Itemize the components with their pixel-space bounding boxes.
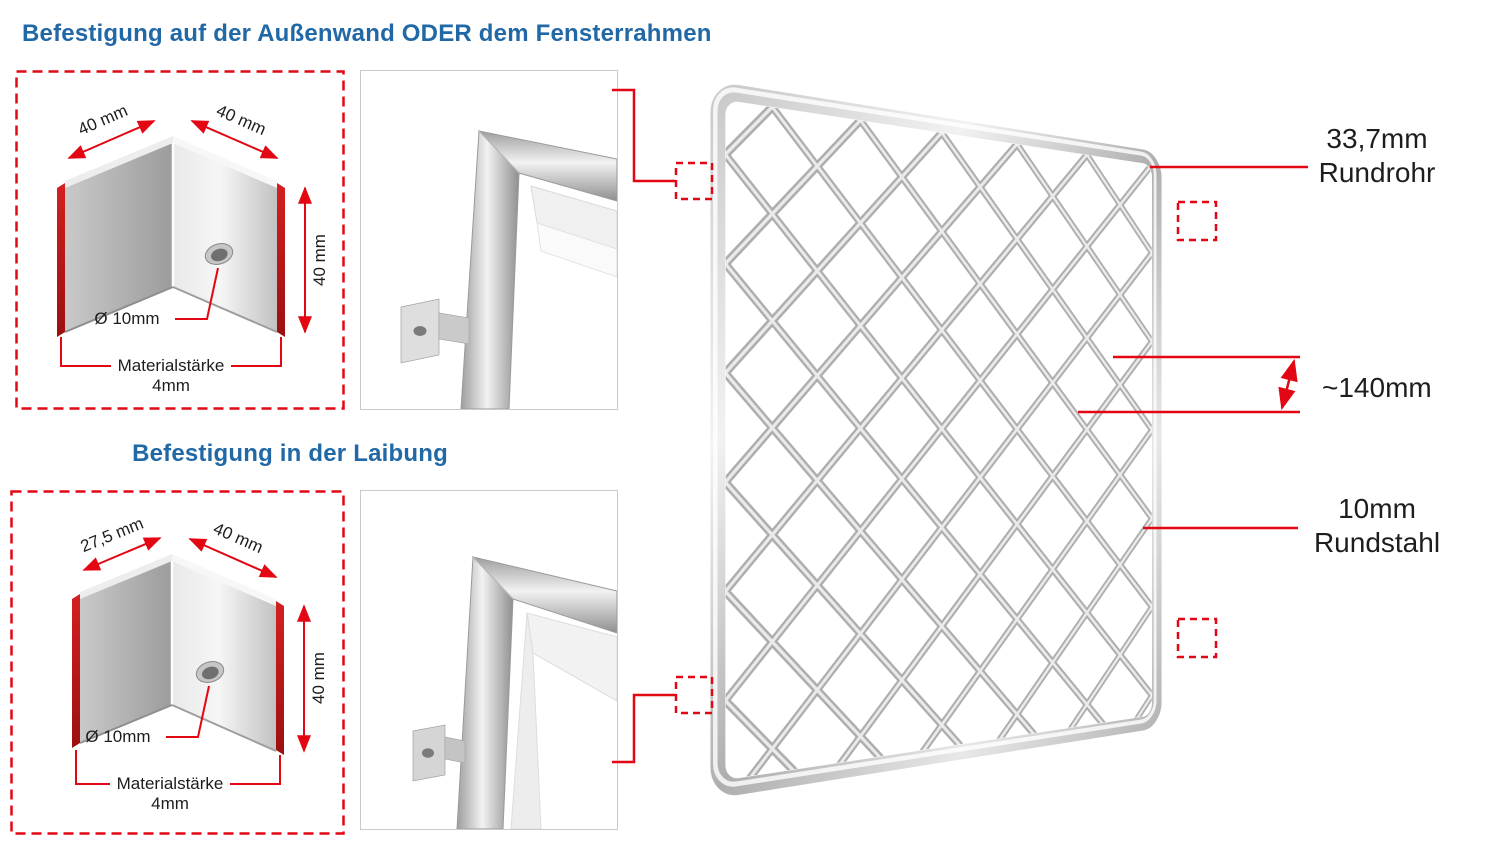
label-rod-diameter: 10mm Rundstahl	[1302, 492, 1452, 560]
label-tube-line2: Rundrohr	[1318, 157, 1436, 188]
dim-arrow-top-right	[188, 538, 278, 578]
bracket-flange-hole	[413, 326, 427, 336]
bracket-bottom-edge-left	[64, 286, 174, 333]
bracket-right-plate	[172, 561, 276, 751]
label-tube-diameter: 33,7mm Rundrohr	[1312, 122, 1442, 190]
material-label-line2: 4mm	[151, 794, 189, 813]
mount-marker-bottom-right	[1176, 617, 1218, 659]
miter-joint-line	[478, 130, 520, 174]
mount-marker-top-right	[1176, 200, 1218, 242]
material-callout-left	[75, 750, 110, 785]
hole-label: Ø 10mm	[94, 309, 159, 328]
bracket-hole	[195, 661, 225, 683]
frame-tube-vertical	[456, 555, 514, 830]
bracket-hole	[204, 243, 234, 265]
material-callout-right	[231, 337, 282, 367]
window-grille	[710, 80, 1162, 800]
bracket-arm	[444, 736, 466, 764]
dashed-frame-reveal	[10, 490, 345, 835]
bracket-bottom-edge-right	[171, 704, 277, 752]
miter-joint-line	[472, 556, 514, 600]
hole-label: Ø 10mm	[85, 727, 150, 746]
dim-label-height: 40 mm	[310, 234, 329, 286]
dim-label-height: 40 mm	[309, 652, 328, 704]
dim-arrow-top-left	[67, 120, 156, 159]
mount-marker-bottom-left	[674, 675, 714, 715]
bracket-arm	[438, 312, 470, 345]
bracket-diagram-reveal: 27,5 mm 40 mm 40 mm Ø 10mm Materialstärk…	[10, 490, 345, 835]
bracket-red-edge-right	[277, 183, 285, 337]
label-spacing-text: ~140mm	[1322, 372, 1432, 403]
grille-drawing	[710, 80, 1162, 800]
material-label-line1: Materialstärke	[117, 774, 224, 793]
corner-detail-outer-drawing	[400, 129, 618, 410]
dim-arrow-top-left	[82, 537, 162, 571]
bracket-right-plate	[173, 143, 277, 332]
label-rod-line2: Rundstahl	[1313, 527, 1441, 558]
label-tube-line1: 33,7mm	[1326, 123, 1428, 154]
spacing-arrow	[1278, 358, 1298, 411]
label-rod-spacing: ~140mm	[1322, 371, 1452, 405]
bracket-red-edge-left	[72, 594, 80, 748]
bracket-flange-hole	[422, 748, 434, 758]
corner-detail-reveal	[360, 490, 618, 830]
bracket-red-edge-left	[57, 183, 65, 337]
frame-tube-vertical	[460, 129, 520, 410]
dim-label-top-left: 27,5 mm	[78, 514, 146, 556]
mount-marker-top-left	[674, 161, 714, 201]
dashed-frame-wall	[15, 70, 345, 410]
dim-arrow-top-right	[190, 120, 279, 159]
hole-callout-line	[175, 267, 219, 320]
heading-outer-wall: Befestigung auf der Außenwand ODER dem F…	[22, 20, 712, 47]
material-label-line2: 4mm	[152, 376, 190, 395]
bracket-left-plate	[80, 561, 172, 743]
label-rod-line1: 10mm	[1338, 493, 1416, 524]
bracket-left-plate	[65, 143, 173, 332]
bracket-bottom-edge-right	[172, 286, 278, 333]
heading-reveal: Befestigung in der Laibung	[132, 440, 448, 467]
bracket-diagram-outer-wall: 40 mm 40 mm 40 mm Ø 10mm Materialstärke …	[15, 70, 345, 410]
material-callout-right	[230, 755, 281, 785]
material-callout-left	[60, 337, 111, 367]
dim-label-top-left: 40 mm	[75, 101, 130, 139]
material-label-line1: Materialstärke	[118, 356, 225, 375]
bracket-bottom-edge-left	[79, 704, 173, 744]
hole-callout-line	[166, 685, 210, 738]
bracket-red-edge-right	[276, 601, 284, 755]
corner-detail-outer-wall	[360, 70, 618, 410]
connector-panel2	[612, 693, 676, 764]
connector-panel1	[612, 88, 676, 183]
grille-lattice	[710, 80, 1162, 800]
corner-detail-reveal-drawing	[412, 555, 618, 830]
